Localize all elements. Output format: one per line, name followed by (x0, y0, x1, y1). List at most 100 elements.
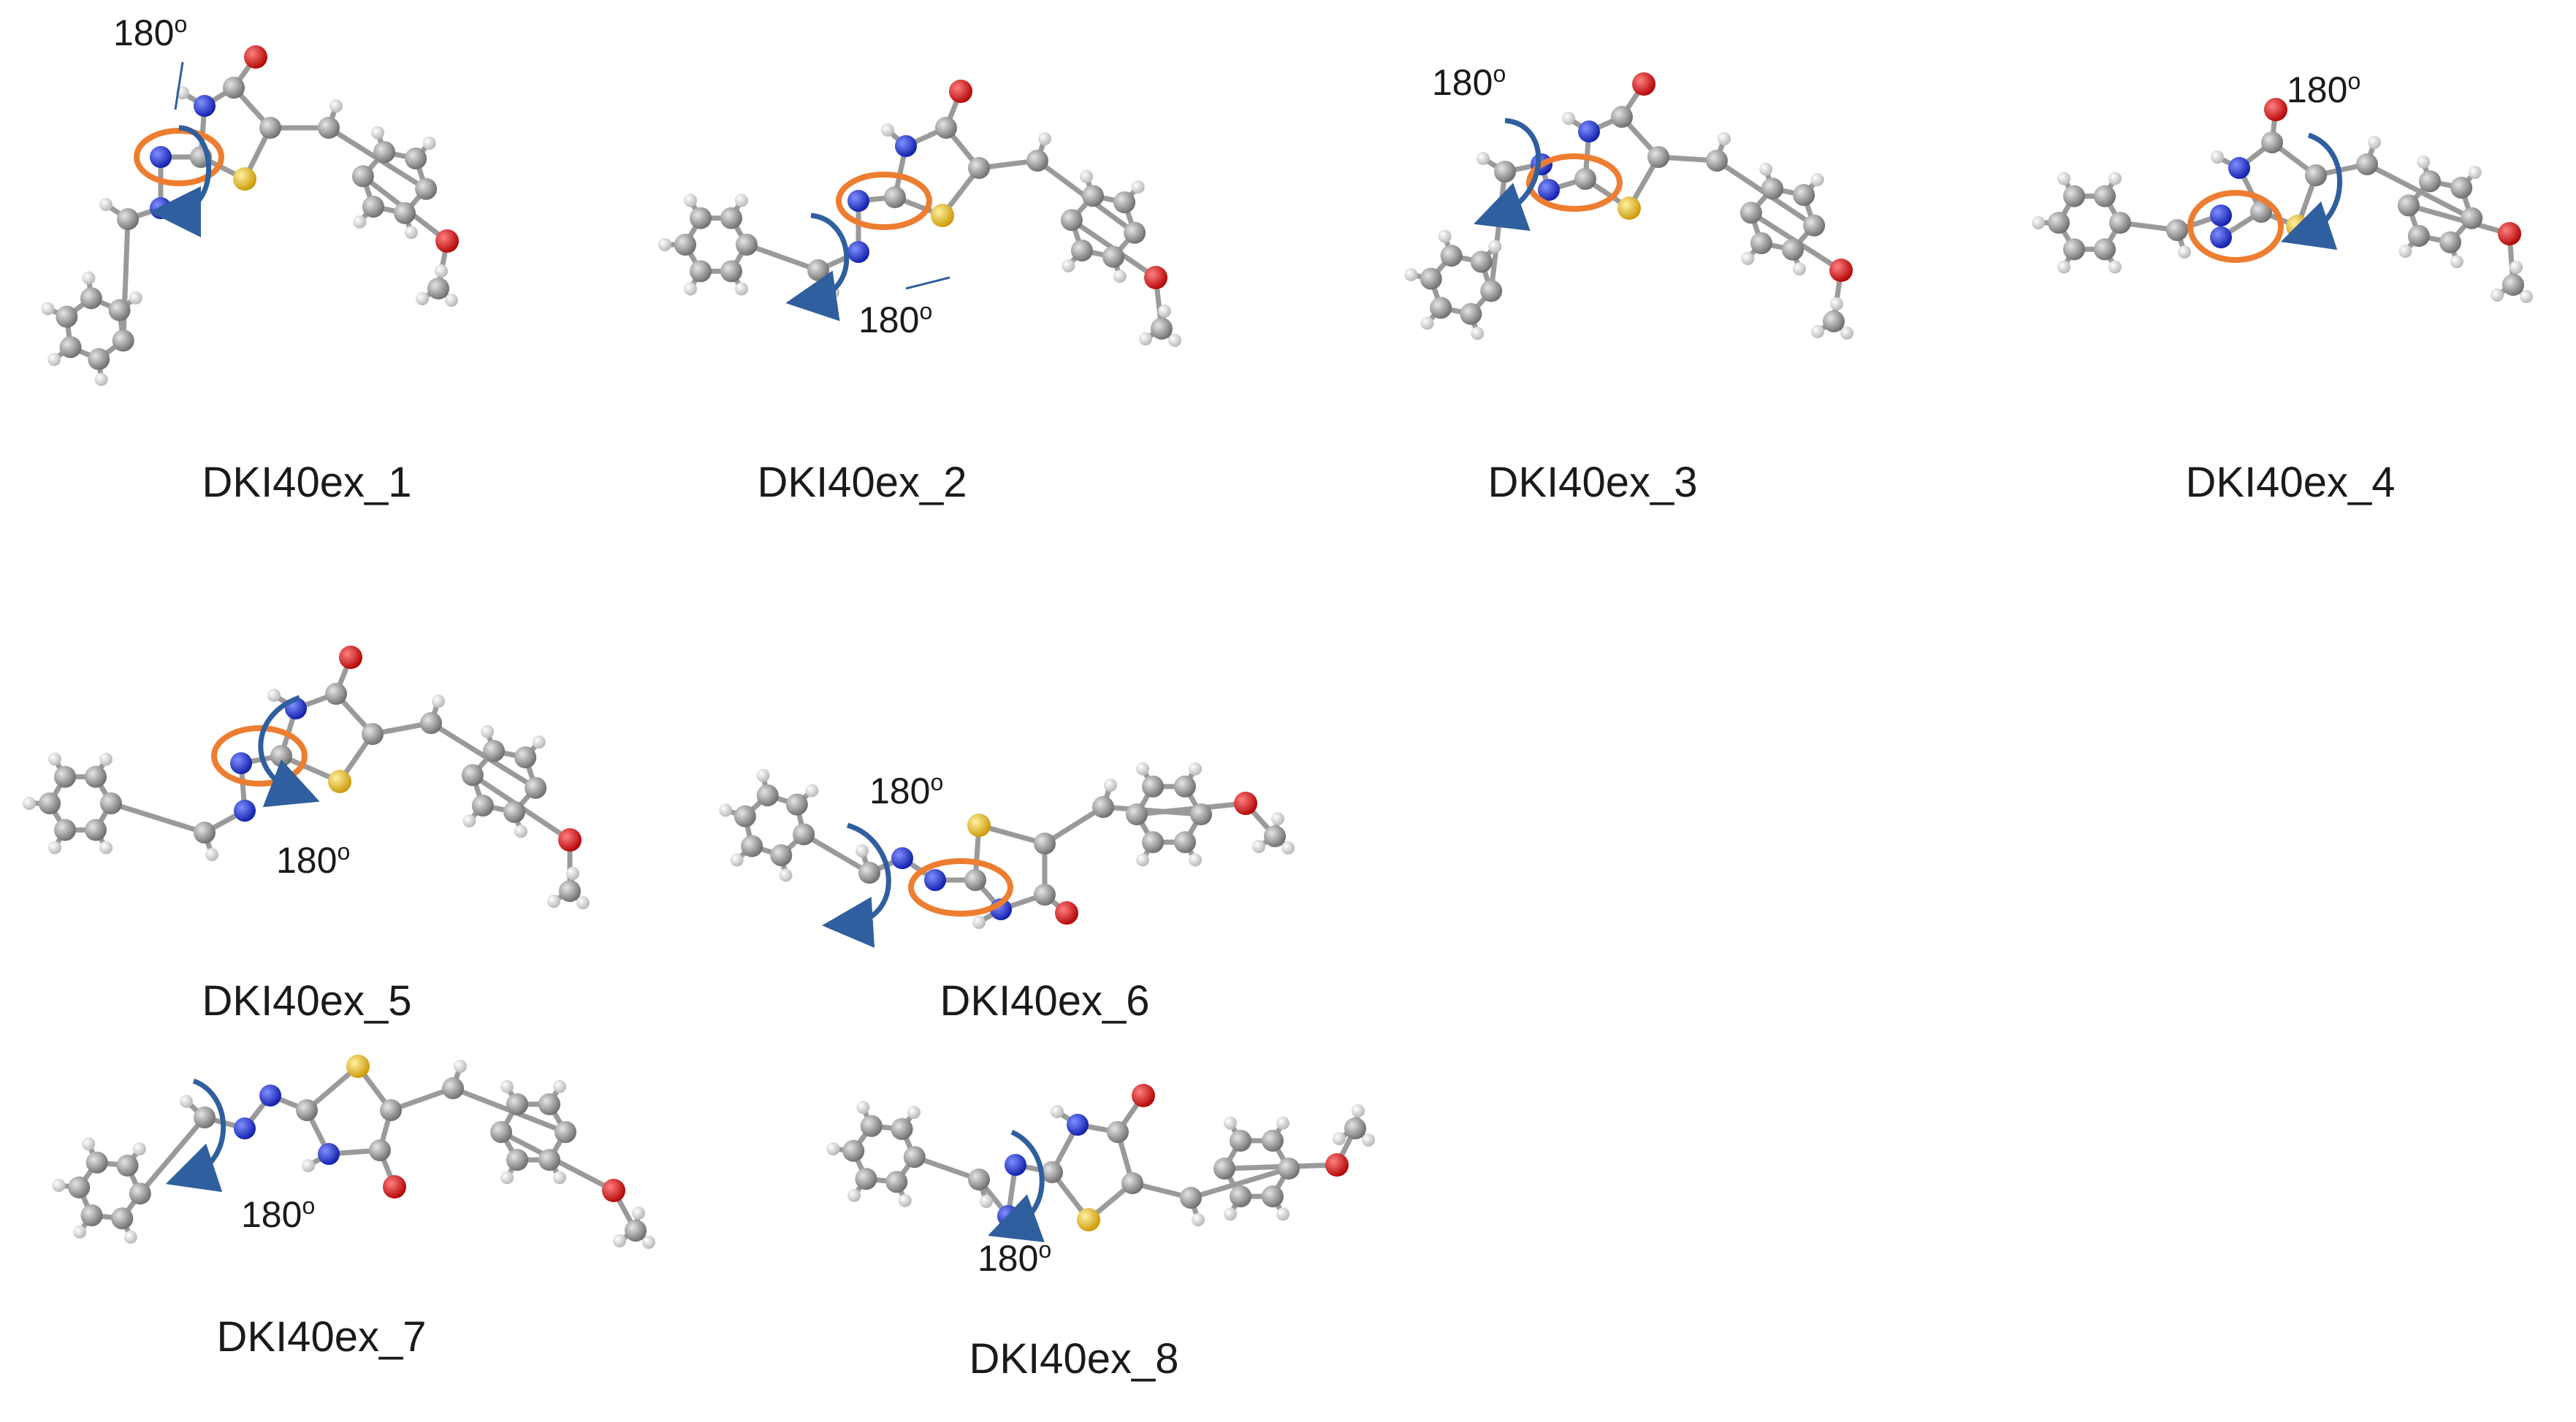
nitrogen-atom (2228, 157, 2250, 179)
carbon-atom (296, 1099, 318, 1121)
hydrogen-atom (730, 853, 744, 867)
carbon-atom (1230, 1185, 1251, 1208)
hydrogen-atom (435, 264, 448, 278)
carbon-atom (690, 207, 712, 229)
carbon-atom (483, 740, 506, 762)
hydrogen-atom (756, 768, 770, 782)
carbon-atom (2502, 274, 2524, 296)
carbon-atom (59, 336, 82, 359)
hydrogen-atom (99, 198, 113, 211)
carbon-atom (1034, 833, 1056, 855)
carbon-atom (968, 1169, 990, 1190)
carbon-atom (741, 835, 763, 857)
degree-mark: o (1493, 61, 1506, 87)
carbon-atom (1647, 146, 1669, 168)
carbon-atom (259, 117, 281, 139)
carbon-atom (2048, 212, 2070, 234)
hydrogen-atom (94, 372, 108, 386)
rotation-arrow-icon (2280, 132, 2343, 251)
rotation-angle-label: 180o (241, 1193, 315, 1235)
nitrogen-atom (1578, 121, 1600, 142)
carbon-atom (380, 1099, 402, 1121)
hydrogen-atom (1158, 305, 1171, 318)
carbon-atom (1180, 1187, 1202, 1209)
carbon-atom (2419, 170, 2442, 193)
carbon-atom (1262, 1185, 1284, 1208)
carbon-atom (1142, 831, 1164, 854)
hydrogen-atom (2398, 244, 2412, 258)
angle-value: 180 (869, 771, 930, 811)
carbon-atom (1761, 177, 1784, 200)
carbon-atom (325, 683, 347, 705)
nitrogen-atom (230, 752, 252, 774)
hydrogen-atom (1038, 132, 1051, 145)
carbon-atom (733, 805, 756, 827)
carbon-atom (85, 765, 107, 788)
hydrogen-atom (1718, 132, 1731, 145)
hydrogen-atom (2520, 290, 2533, 303)
carbon-atom (1706, 150, 1728, 172)
degree-mark: o (919, 298, 932, 324)
bond (912, 1154, 982, 1182)
hydrogen-atom (658, 238, 671, 251)
carbon-atom (2063, 185, 2085, 207)
carbon-atom (373, 141, 396, 164)
hydrogen-atom (1224, 1207, 1237, 1221)
carbon-atom (690, 260, 712, 283)
panels-layer: 180oDKI40ex_1180oDKI40ex_2180oDKI40ex_31… (23, 11, 2533, 1383)
hydrogen-atom (1131, 180, 1145, 194)
carbon-atom (842, 1139, 865, 1162)
oxygen-atom (1234, 792, 1257, 815)
carbon-atom (793, 823, 815, 846)
hydrogen-atom (454, 1060, 467, 1073)
hydrogen-atom (1741, 251, 1755, 265)
bond (108, 800, 207, 836)
carbon-atom (1082, 185, 1105, 207)
hydrogen-atom (856, 1101, 870, 1115)
hydrogen-atom (805, 784, 819, 798)
hydrogen-atom (566, 867, 579, 880)
carbon-atom (318, 117, 340, 139)
hydrogen-atom (1136, 853, 1149, 867)
hydrogen-atom (972, 916, 986, 929)
carbon-atom (351, 165, 374, 188)
carbon-atom (270, 745, 292, 767)
hydrogen-atom (642, 1236, 655, 1249)
rotation-angle-label: 180o (113, 11, 187, 53)
hydrogen-atom (684, 282, 697, 296)
hydrogen-atom (1420, 316, 1434, 330)
hydrogen-atom (302, 1159, 315, 1172)
carbon-atom (2094, 185, 2116, 207)
hydrogen-atom (1139, 332, 1152, 345)
carbon-atom (442, 1077, 464, 1099)
panel-caption: DKI40ex_1 (202, 459, 412, 506)
hydrogen-atom (99, 752, 113, 766)
sulfur-atom (328, 770, 351, 793)
hydrogen-atom (205, 848, 218, 861)
nitrogen-atom (847, 190, 869, 212)
nitrogen-atom (318, 1143, 340, 1165)
carbon-atom (1262, 1129, 1284, 1152)
carbon-atom (885, 1171, 908, 1193)
carbon-atom (538, 1149, 560, 1171)
hydrogen-atom (735, 194, 748, 207)
carbon-atom (1026, 150, 1048, 172)
nitrogen-atom (194, 95, 216, 117)
hydrogen-atom (1830, 297, 1843, 310)
bond (1042, 804, 1106, 846)
hydrogen-atom (1840, 326, 1853, 340)
hydrogen-atom (129, 291, 142, 305)
hydrogen-atom (1562, 112, 1575, 125)
carbon-atom (1034, 884, 1056, 906)
hydrogen-atom (1271, 812, 1284, 825)
carbon-atom (968, 157, 990, 179)
hydrogen-atom (847, 1188, 861, 1202)
hydrogen-atom (1792, 262, 1806, 276)
oxygen-atom (602, 1179, 625, 1202)
nitrogen-atom (2210, 204, 2232, 226)
hydrogen-atom (553, 1171, 566, 1185)
hydrogen-atom (41, 302, 55, 316)
hydrogen-atom (2032, 216, 2045, 229)
